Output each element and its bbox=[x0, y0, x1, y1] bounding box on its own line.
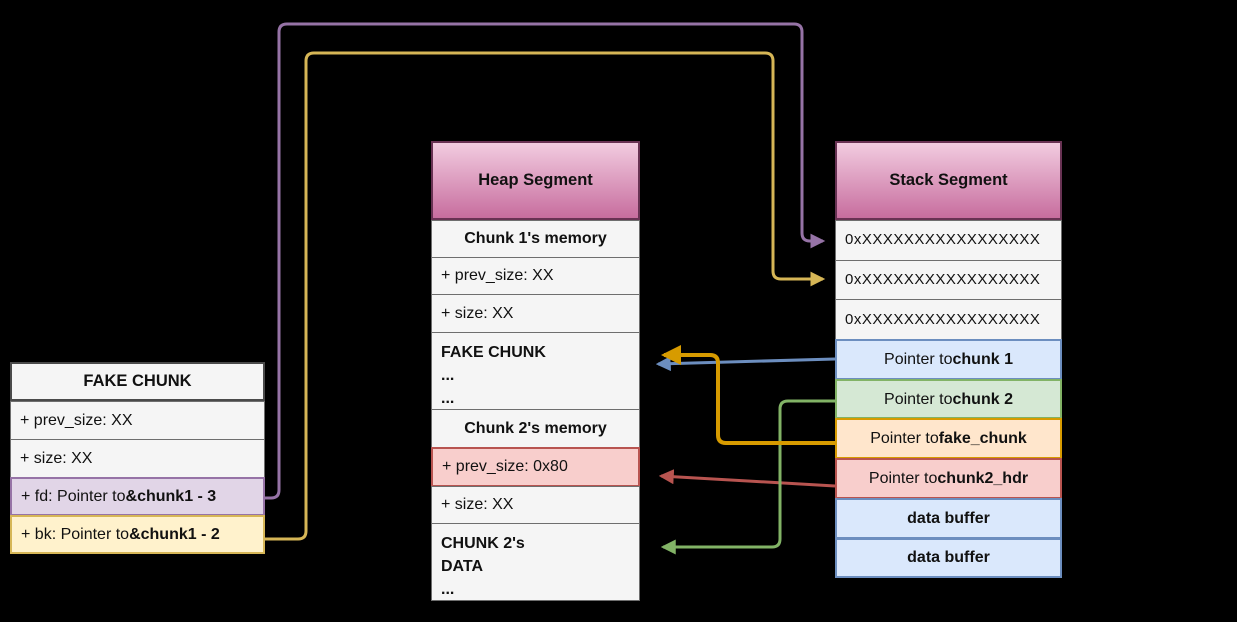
row-text-bold: fake_chunk bbox=[938, 430, 1027, 448]
row-text: Pointer to bbox=[884, 390, 953, 408]
row-text-bold: chunk 1 bbox=[952, 350, 1013, 368]
row-text: Pointer to bbox=[870, 430, 939, 448]
stack-row-data-buffer-2: data buffer bbox=[835, 537, 1062, 579]
chunk2-pointer-arrow bbox=[660, 399, 835, 555]
row-text: + bk: Pointer to bbox=[21, 525, 130, 543]
row-line3: ... bbox=[441, 581, 455, 598]
stack-row-data-buffer-1: data buffer bbox=[835, 497, 1062, 539]
row-text: + prev_size: 0x80 bbox=[442, 458, 568, 476]
stack-row-pointer-fake-chunk: Pointer to fake_chunk bbox=[835, 418, 1062, 460]
heap-row-chunk1-size: + size: XX bbox=[431, 294, 640, 333]
row-text: 0xXXXXXXXXXXXXXXXXX bbox=[845, 231, 1041, 249]
fake-chunk-row-prev-size: + prev_size: XX bbox=[10, 401, 265, 440]
heap-row-chunk2-size: + size: XX bbox=[431, 486, 640, 524]
stack-segment-title: Stack Segment bbox=[835, 141, 1062, 220]
stack-row-pointer-chunk2: Pointer to chunk 2 bbox=[835, 378, 1062, 420]
row-text-bold: chunk 2 bbox=[952, 390, 1013, 408]
heap-row-chunk1-memory: Chunk 1's memory bbox=[431, 220, 640, 258]
heap-segment-title: Heap Segment bbox=[431, 141, 640, 220]
row-text: Pointer to bbox=[868, 469, 938, 487]
row-line2: DATA bbox=[441, 558, 484, 575]
fake-chunk-table: FAKE CHUNK + prev_size: XX + size: XX + … bbox=[10, 362, 265, 554]
stack-row-hex-2: 0xXXXXXXXXXXXXXXXXX bbox=[835, 259, 1062, 301]
row-line1: FAKE CHUNK bbox=[441, 344, 546, 361]
row-text-bold: data buffer bbox=[907, 509, 990, 527]
row-text: 0xXXXXXXXXXXXXXXXXX bbox=[845, 310, 1041, 328]
chunk1-pointer-arrow bbox=[655, 356, 836, 372]
stack-row-hex-3: 0xXXXXXXXXXXXXXXXXX bbox=[835, 299, 1062, 341]
stack-row-hex-1: 0xXXXXXXXXXXXXXXXXX bbox=[835, 220, 1062, 261]
row-text: 0xXXXXXXXXXXXXXXXXX bbox=[845, 271, 1041, 289]
heap-row-chunk2-memory: Chunk 2's memory bbox=[431, 409, 640, 448]
fake-chunk-row-fd: + fd: Pointer to &chunk1 - 3 bbox=[10, 477, 265, 516]
fake-chunk-row-bk: + bk: Pointer to &chunk1 - 2 bbox=[10, 515, 265, 554]
stack-row-pointer-chunk2-hdr: Pointer to chunk2_hdr bbox=[835, 458, 1062, 499]
row-text: Chunk 2's memory bbox=[464, 419, 607, 437]
row-line2: ... bbox=[441, 367, 455, 384]
heap-row-chunk1-prev-size: + prev_size: XX bbox=[431, 257, 640, 295]
row-line1: CHUNK 2's bbox=[441, 535, 525, 552]
heap-row-chunk2-prev-size: + prev_size: 0x80 bbox=[431, 447, 640, 487]
row-text: + size: XX bbox=[441, 304, 514, 322]
row-text-bold: &chunk1 - 2 bbox=[129, 525, 220, 543]
stack-segment-table: Stack Segment 0xXXXXXXXXXXXXXXXXX 0xXXXX… bbox=[835, 141, 1062, 579]
row-text: + prev_size: XX bbox=[20, 411, 133, 429]
row-text: + fd: Pointer to bbox=[21, 487, 126, 505]
heap-segment-table: Heap Segment Chunk 1's memory + prev_siz… bbox=[431, 141, 640, 601]
chunk2-hdr-pointer-arrow bbox=[658, 469, 836, 488]
row-text-bold: data buffer bbox=[907, 549, 990, 567]
row-text: + size: XX bbox=[20, 449, 93, 467]
row-text: Chunk 1's memory bbox=[464, 230, 607, 248]
row-text: Pointer to bbox=[884, 350, 953, 368]
row-text: + size: XX bbox=[441, 496, 514, 514]
row-line3: ... bbox=[441, 390, 455, 407]
row-text-bold: chunk2_hdr bbox=[937, 469, 1029, 487]
fake-chunk-pointer-arrow bbox=[661, 345, 835, 445]
heap-row-fake-chunk: FAKE CHUNK ... ... bbox=[431, 332, 640, 410]
heap-row-chunk2-data: CHUNK 2's DATA ... bbox=[431, 523, 640, 601]
stack-row-pointer-chunk1: Pointer to chunk 1 bbox=[835, 339, 1062, 380]
fake-chunk-row-size: + size: XX bbox=[10, 439, 265, 478]
row-text: + prev_size: XX bbox=[441, 267, 554, 285]
fake-chunk-table-title: FAKE CHUNK bbox=[10, 362, 265, 401]
row-text-bold: &chunk1 - 3 bbox=[125, 487, 217, 505]
